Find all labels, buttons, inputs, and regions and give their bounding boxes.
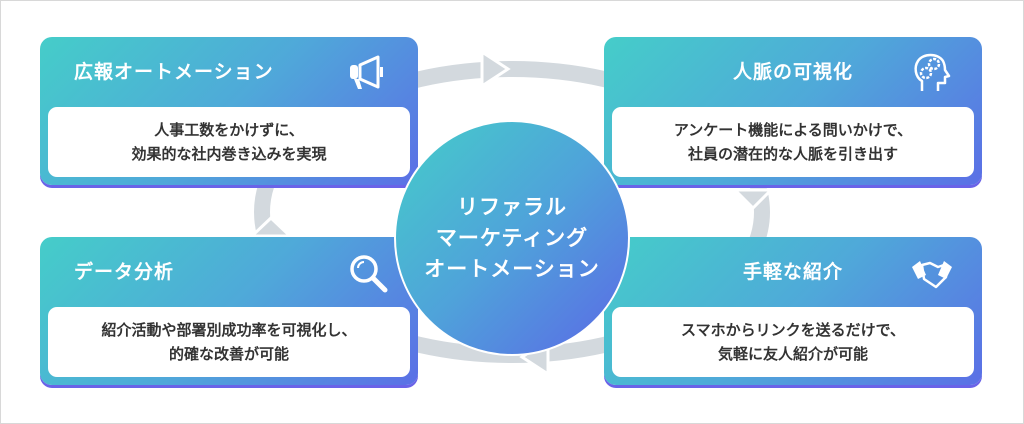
- megaphone-icon: [350, 55, 383, 89]
- center-hub: リファラル マーケティング オートメーション: [394, 120, 630, 356]
- handshake-icon: [912, 261, 952, 289]
- arrow-right-icon: [480, 49, 511, 89]
- card-title: 人脈の可視化: [732, 61, 853, 83]
- arrow-down-icon: [731, 188, 775, 211]
- card-pr-automation: 広報オートメーション 人事工数をかけずに、 効果的な社内巻き込みを実現: [40, 37, 418, 185]
- magnifier-icon: [350, 255, 388, 293]
- card-title: データ分析: [74, 261, 175, 283]
- card-data-analysis: データ分析 紹介活動や部署別成功率を可視化し、 的確な改善が可能: [40, 237, 418, 385]
- center-label: リファラル マーケティング オートメーション: [424, 194, 600, 281]
- arrow-up-icon: [248, 215, 294, 238]
- card-description: スマホからリンクを送るだけで、 気軽に友人紹介が可能: [612, 307, 974, 377]
- card-title: 手軽な紹介: [742, 261, 843, 283]
- card-description: 紹介活動や部署別成功率を可視化し、 的確な改善が可能: [48, 307, 410, 377]
- card-description: アンケート機能による問いかけで、 社員の潜在的な人脈を引き出す: [612, 107, 974, 177]
- card-easy-referral: 手軽な紹介 スマホからリンクを送るだけで、 気軽に友人紹介が可能: [604, 237, 982, 385]
- head-gears-icon: [914, 53, 951, 91]
- card-title: 広報オートメーション: [74, 61, 274, 83]
- card-network-visualization: 人脈の可視化 アンケート機能による問いかけで、 社員の潜在的な人脈を引き出す: [604, 37, 982, 185]
- card-description: 人事工数をかけずに、 効果的な社内巻き込みを実現: [48, 107, 410, 177]
